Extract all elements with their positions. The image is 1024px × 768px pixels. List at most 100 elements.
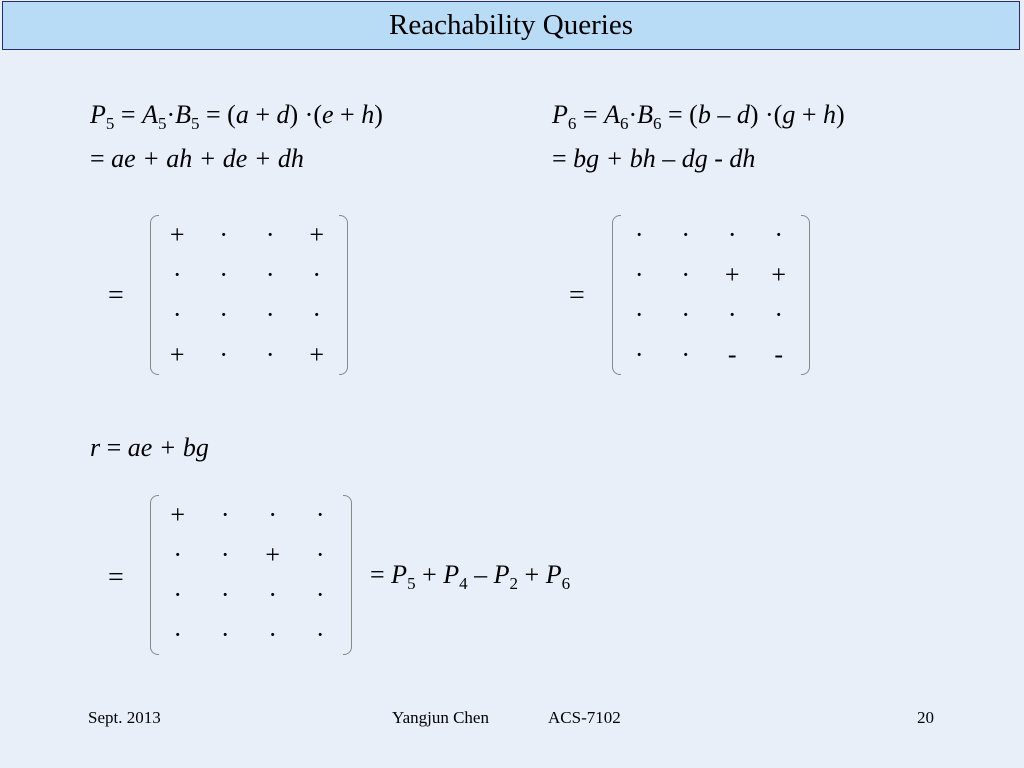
p5-exp-eq: = xyxy=(90,144,112,173)
matrix-cell: · xyxy=(634,260,644,289)
p5-op1: + xyxy=(248,100,277,129)
p6-paren-close: ) xyxy=(836,100,845,129)
p6-var-d: d xyxy=(736,100,750,129)
matrix-cell: · xyxy=(681,300,691,329)
matrix-cell: · xyxy=(315,620,325,649)
sum-p6-sub: 6 xyxy=(561,574,571,593)
sum-op1: + xyxy=(415,560,444,589)
matrix-cell: - xyxy=(727,340,737,369)
r-matrix: +·····+········· xyxy=(150,495,352,655)
p6-dot: · xyxy=(628,100,638,129)
matrix-cell: · xyxy=(172,260,182,289)
r-matrix-right-bracket xyxy=(343,495,352,655)
matrix-cell: · xyxy=(268,620,278,649)
matrix-cell: + xyxy=(169,220,185,249)
p6-subscript: 6 xyxy=(567,114,577,133)
sum-p2: P xyxy=(493,560,510,589)
matrix-cell: · xyxy=(265,220,275,249)
matrix-cell: · xyxy=(173,620,183,649)
p5-var-h: h xyxy=(361,100,375,129)
matrix-cell: · xyxy=(727,220,737,249)
matrix-cell: · xyxy=(265,260,275,289)
matrix-cell: · xyxy=(173,580,183,609)
matrix-cell: · xyxy=(219,300,229,329)
p6-equation: P6 = A6·B6 = (b – d) ·(g + h) xyxy=(552,100,845,133)
bottom-matrix-eq-sign: = xyxy=(108,562,124,593)
matrix-cell: · xyxy=(727,300,737,329)
matrix-cell: · xyxy=(312,260,322,289)
matrix-cell: · xyxy=(268,500,278,529)
p5-symbol: P xyxy=(90,100,106,129)
matrix-cell: · xyxy=(634,340,644,369)
p5-matrix-left-bracket xyxy=(150,215,159,375)
sum-op2: – xyxy=(467,560,494,589)
footer-page-number: 20 xyxy=(917,708,934,727)
sum-p4-sub: 4 xyxy=(459,574,468,593)
matrix-cell: + xyxy=(771,260,787,289)
p5-exp-expr: ae + ah + de + dh xyxy=(111,144,304,173)
a6-symbol: A xyxy=(604,100,620,129)
p5-dot: · xyxy=(166,100,176,129)
sum-p6: P xyxy=(545,560,562,589)
r-expr: ae + bg xyxy=(127,433,209,462)
title-bar: Reachability Queries xyxy=(2,1,1020,50)
left-matrix-eq-sign: = xyxy=(108,280,124,311)
p6-expansion: = bg + bh – dg - dh xyxy=(552,146,755,172)
p5-subscript: 5 xyxy=(105,114,115,133)
p5-op2: + xyxy=(333,100,362,129)
p6-exp-eq: = xyxy=(552,144,574,173)
sum-expression: = P5 + P4 – P2 + P6 xyxy=(370,560,570,593)
p5-paren-close: ) xyxy=(374,100,383,129)
b5-subscript: 5 xyxy=(191,114,200,133)
sum-eq: = xyxy=(370,560,392,589)
matrix-cell: · xyxy=(681,260,691,289)
p6-matrix: ······++······-- xyxy=(612,215,810,375)
footer-course: ACS-7102 xyxy=(548,708,621,727)
p5-eq: = xyxy=(114,100,143,129)
p5-var-a: a xyxy=(235,100,249,129)
matrix-cell: + xyxy=(724,260,740,289)
right-matrix-eq-sign: = xyxy=(569,280,585,311)
matrix-cell: · xyxy=(220,620,230,649)
a5-symbol: A xyxy=(142,100,158,129)
p5-matrix: +··+········+··+ xyxy=(150,215,348,375)
sum-p2-sub: 2 xyxy=(509,574,519,593)
matrix-cell: · xyxy=(219,260,229,289)
p6-paren-open: = ( xyxy=(661,100,698,129)
p6-var-g: g xyxy=(782,100,796,129)
p6-eq: = xyxy=(576,100,605,129)
matrix-cell: · xyxy=(634,220,644,249)
matrix-cell: + xyxy=(170,500,186,529)
matrix-cell: · xyxy=(265,340,275,369)
p5-paren-mid: ) ·( xyxy=(289,100,322,129)
matrix-cell: · xyxy=(265,300,275,329)
sum-p5-sub: 5 xyxy=(407,574,416,593)
sum-op3: + xyxy=(518,560,546,589)
p6-symbol: P xyxy=(552,100,568,129)
matrix-cell: · xyxy=(312,300,322,329)
p5-var-d: d xyxy=(276,100,290,129)
matrix-cell: · xyxy=(315,580,325,609)
matrix-cell: · xyxy=(173,540,183,569)
r-eq: = xyxy=(100,433,128,462)
b6-symbol: B xyxy=(637,100,654,129)
matrix-cell: · xyxy=(681,340,691,369)
b5-symbol: B xyxy=(175,100,192,129)
b6-subscript: 6 xyxy=(653,114,662,133)
matrix-cell: + xyxy=(309,340,325,369)
p5-paren-open: = ( xyxy=(199,100,236,129)
footer-date: Sept. 2013 xyxy=(88,708,161,727)
p6-matrix-left-bracket xyxy=(612,215,621,375)
matrix-cell: · xyxy=(219,340,229,369)
matrix-cell: · xyxy=(634,300,644,329)
footer-author: Yangjun Chen xyxy=(392,708,489,727)
matrix-cell: - xyxy=(774,340,784,369)
p5-var-e: e xyxy=(322,100,334,129)
matrix-cell: · xyxy=(220,500,230,529)
r-equation: r = ae + bg xyxy=(90,435,209,461)
matrix-cell: · xyxy=(268,580,278,609)
a6-subscript: 6 xyxy=(619,114,629,133)
matrix-cell: + xyxy=(265,540,281,569)
matrix-cell: + xyxy=(309,220,325,249)
matrix-cell: · xyxy=(220,580,230,609)
